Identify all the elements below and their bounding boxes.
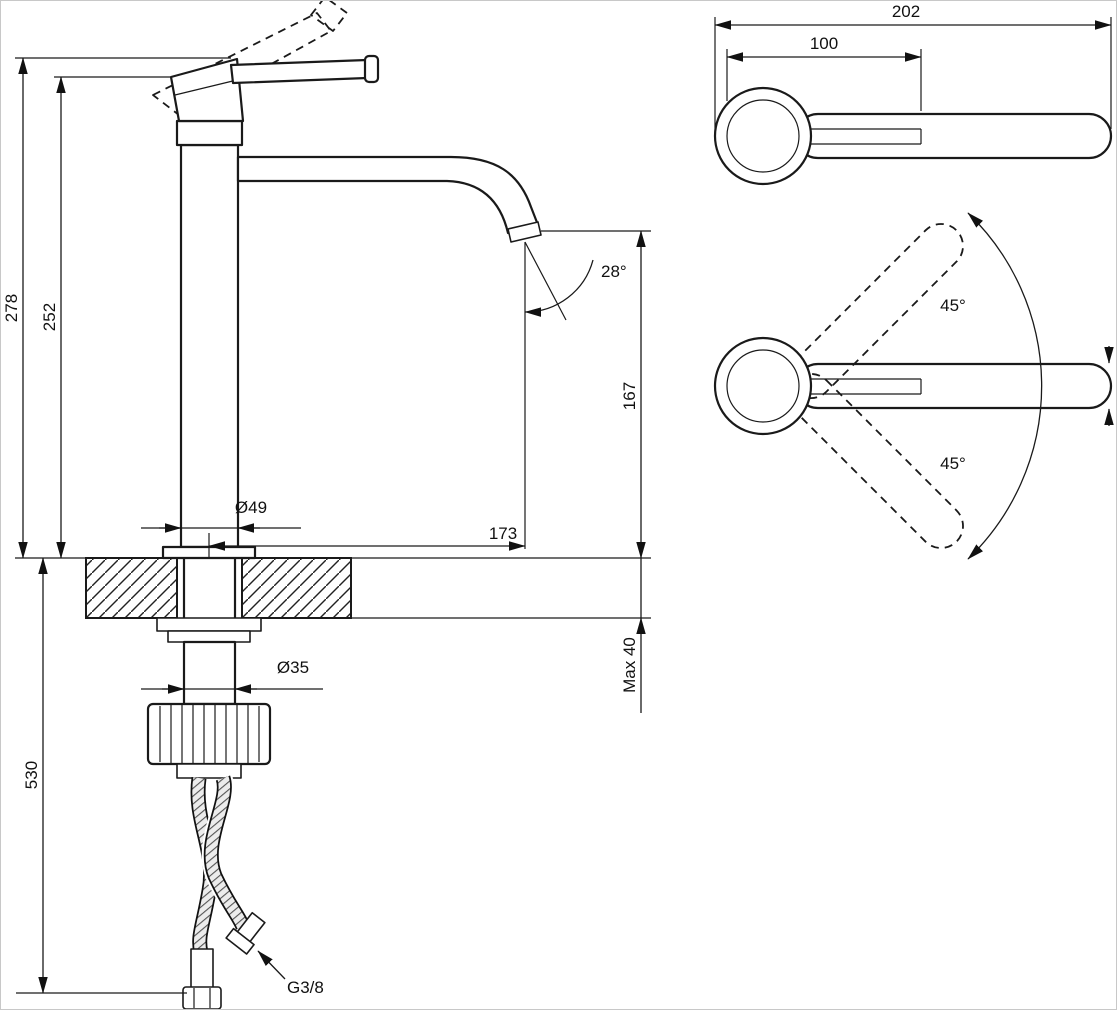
aerator (507, 221, 542, 243)
lever-neutral (794, 362, 1113, 410)
swivel-down-label: 45° (940, 454, 966, 473)
handle-base (169, 57, 245, 123)
faucet-body (169, 54, 380, 549)
mounting-nut-ribs (159, 704, 260, 764)
washer-large (156, 617, 262, 632)
mounting-nut (146, 702, 272, 766)
dim-shank-diameter: Ø35 (141, 658, 323, 694)
handle-dashed-position (152, 1, 348, 116)
supply-hoses (182, 774, 266, 1009)
swivel-up-label: 45° (940, 296, 966, 315)
nut-collar (176, 763, 242, 779)
total-length-label: 202 (892, 2, 920, 21)
body-top-outer (713, 86, 813, 186)
water-stream-angle: 28° (524, 241, 627, 549)
dim-total-length: 202 (714, 2, 1112, 131)
dim-handle-length: 100 (726, 34, 922, 111)
mounting-hardware (146, 617, 272, 779)
hose-length-label: 530 (22, 761, 41, 789)
dim-total-height: 278 (2, 57, 231, 559)
hose-end-fitting (182, 948, 222, 1009)
dim-hose-length: 530 (16, 557, 187, 994)
body-height-label: 252 (40, 303, 59, 331)
spout-reach-label: 173 (489, 524, 517, 543)
max-deck-thickness-label: Max 40 (620, 637, 639, 693)
threaded-shank (182, 640, 237, 706)
shank-diameter-label: Ø35 (277, 658, 309, 677)
total-height-label: 278 (2, 294, 21, 322)
dim-body-height: 252 (40, 76, 171, 559)
dim-spout-height: 167 (541, 230, 651, 559)
deck-section (85, 557, 651, 619)
lever-plan (794, 112, 1113, 160)
supply-hose-right (201, 774, 252, 931)
hose-angled-fitting (225, 911, 266, 955)
thread-label: G3/8 (287, 978, 324, 997)
dim-base-diameter: Ø49 (141, 498, 301, 533)
top-view-swivel: 45° 45° (713, 212, 1114, 560)
handle-lever (229, 58, 369, 85)
spout-height-label: 167 (620, 382, 639, 410)
body-top-inner (726, 99, 800, 173)
stream-angle-label: 28° (601, 262, 627, 281)
body-top-outer-swivel (713, 336, 813, 436)
lever-swivel-down (787, 372, 964, 549)
handle-length-label: 100 (810, 34, 838, 53)
base-diameter-label: Ø49 (235, 498, 267, 517)
dim-max-deck-thickness: Max 40 (620, 558, 646, 713)
callout-g38: G3/8 (257, 950, 324, 997)
lever-end-cap (363, 54, 380, 84)
lever-swivel-up (787, 223, 964, 400)
faucet-side-view: 28° (2, 1, 651, 1009)
top-view-plan: 202 100 (713, 2, 1113, 186)
body-top-inner-swivel (726, 349, 800, 423)
dim-swivel-arc: 45° 45° (940, 212, 1114, 560)
dim-spout-reach: 173 (208, 524, 526, 557)
washer-small (167, 630, 251, 643)
spout (236, 155, 542, 243)
hex-nut (182, 986, 222, 1009)
